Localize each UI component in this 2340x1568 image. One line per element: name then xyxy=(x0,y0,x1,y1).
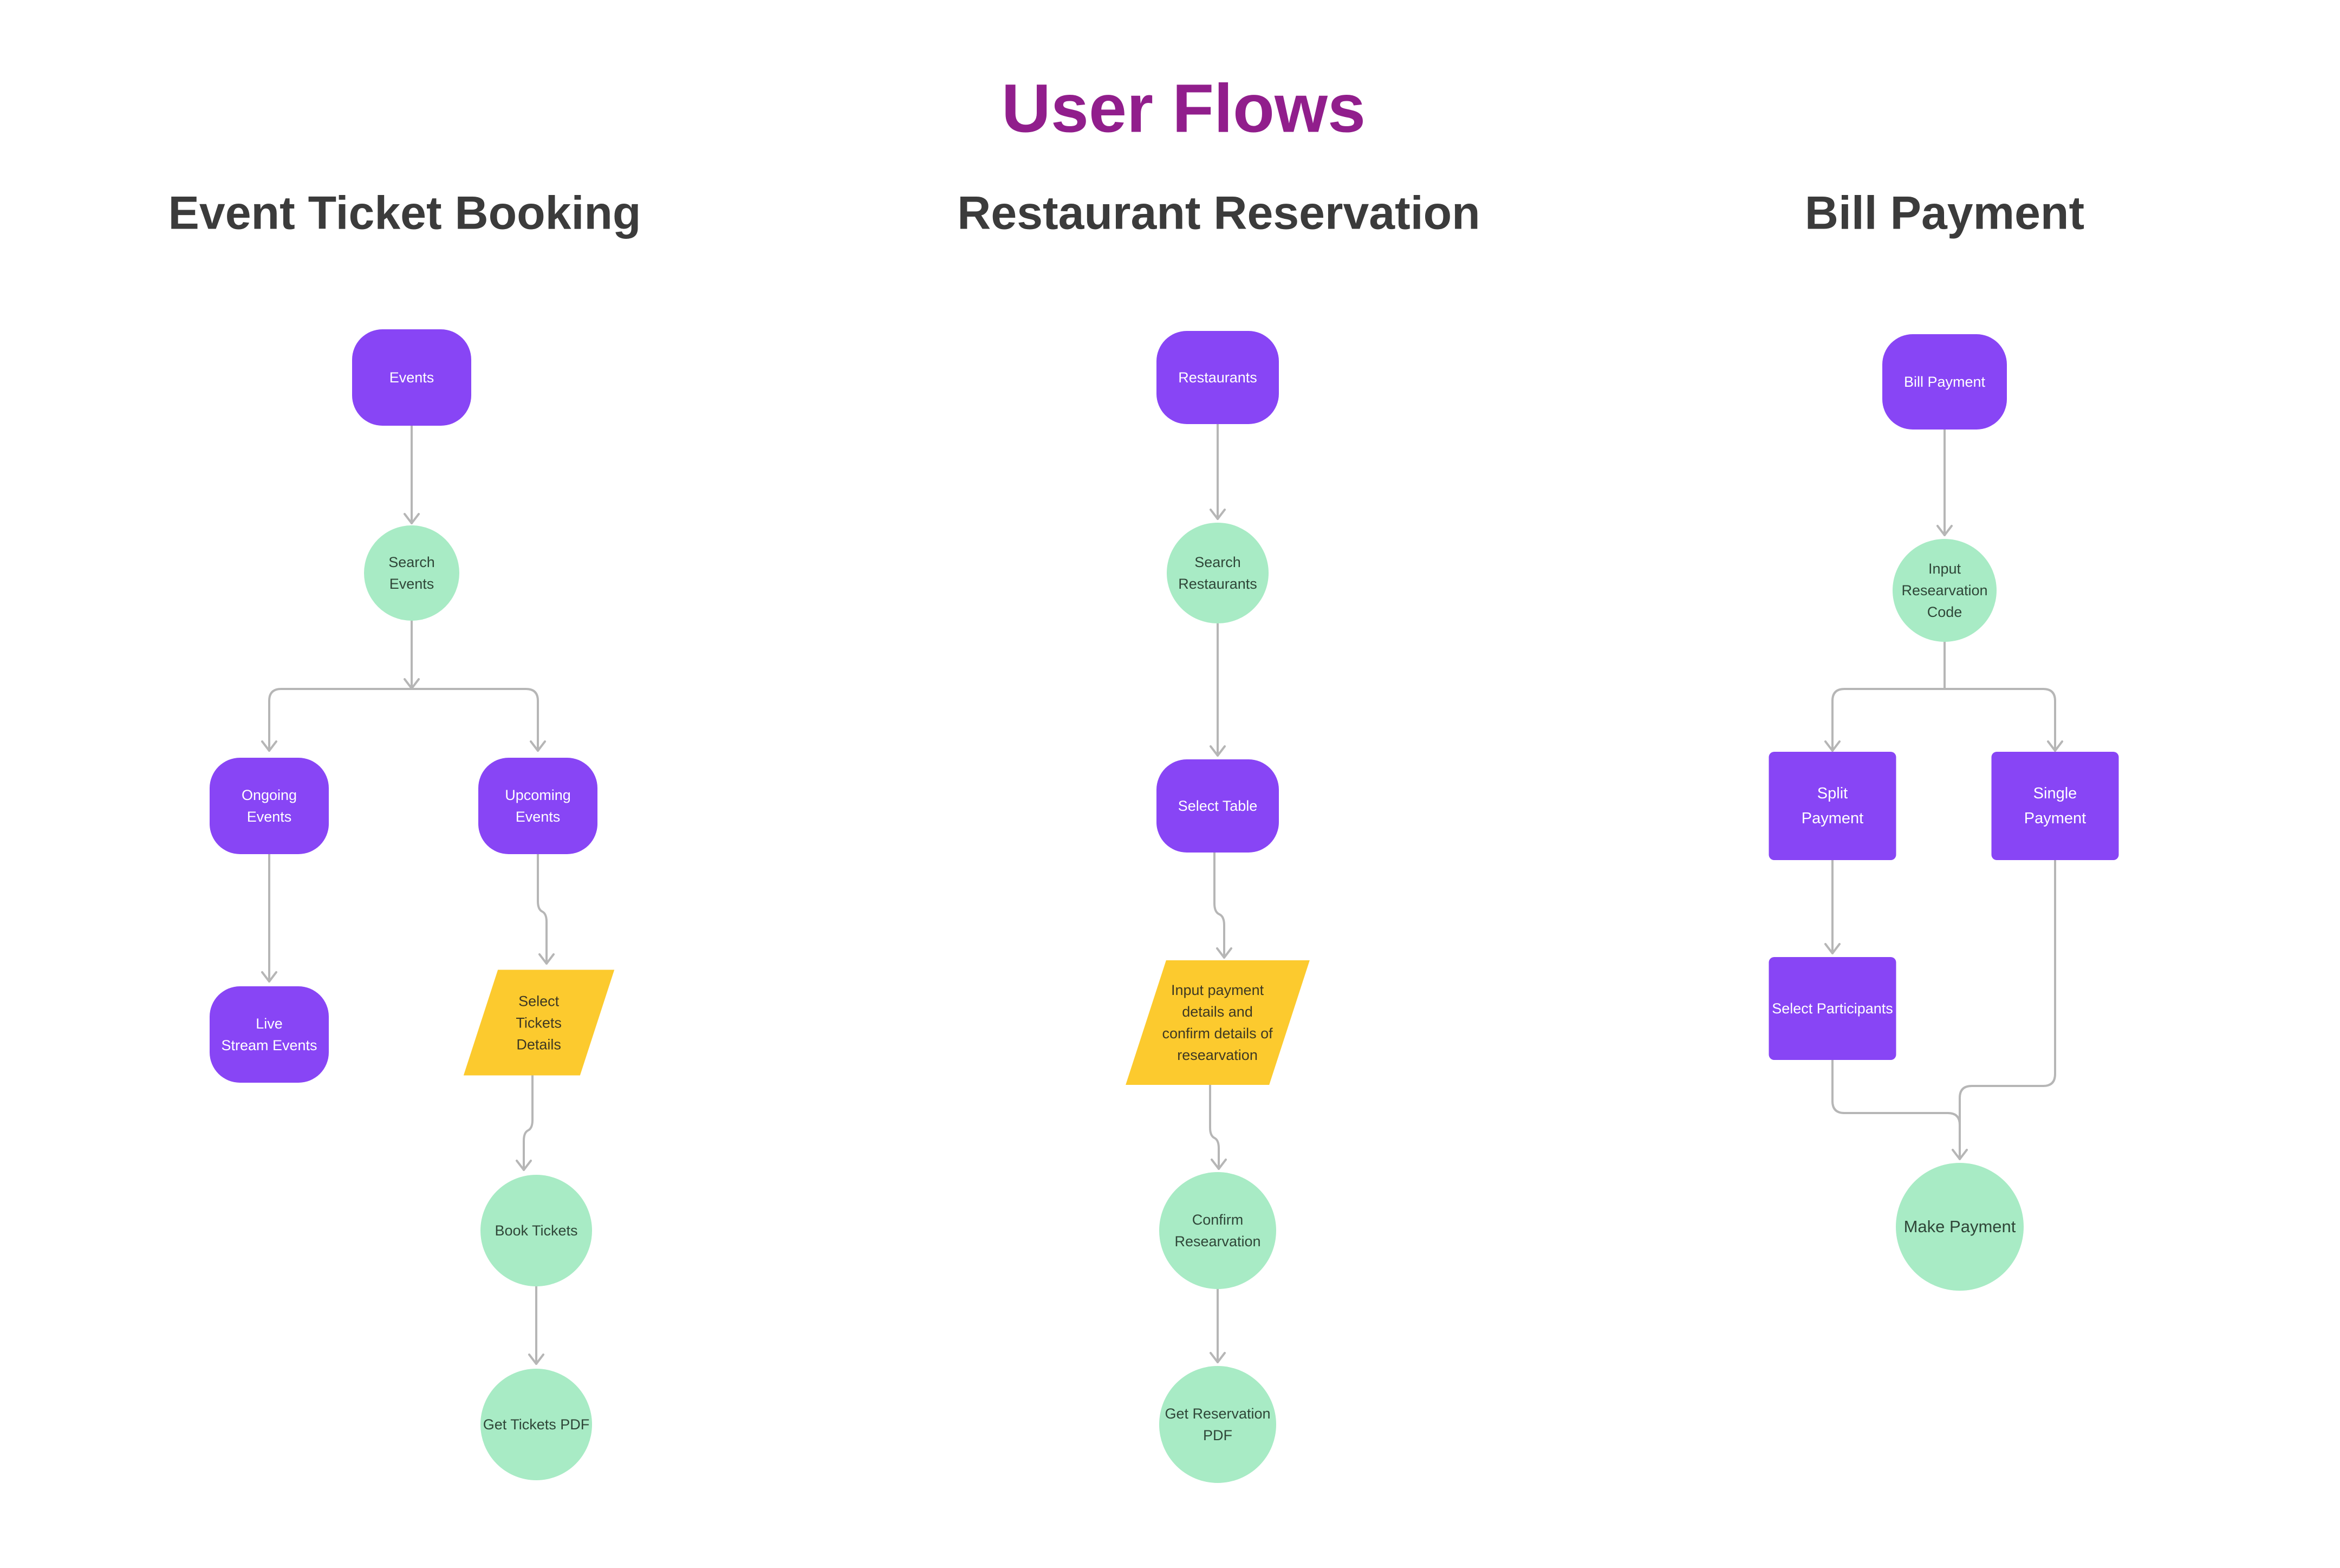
arrowhead-icon xyxy=(1824,740,1841,752)
node-split-payment[interactable]: Split Payment xyxy=(1769,752,1896,860)
node-bill-payment[interactable]: Bill Payment xyxy=(1882,334,2007,430)
arrowhead-icon xyxy=(1210,1352,1226,1363)
connector-participants-merge xyxy=(1831,1059,1961,1126)
connector-split-branches xyxy=(268,688,539,752)
arrowhead-icon xyxy=(538,953,555,965)
arrowhead-icon xyxy=(1824,943,1841,954)
node-live-stream-events[interactable]: Live Stream Events xyxy=(210,986,329,1083)
arrowhead-icon xyxy=(1210,509,1226,520)
node-label: Input payment details and confirm detail… xyxy=(1162,982,1273,1063)
node-book-tickets[interactable]: Book Tickets xyxy=(480,1175,592,1286)
connector-selecttable-input xyxy=(1213,851,1225,959)
connector-upcoming-select xyxy=(537,853,548,965)
node-get-reservation-pdf[interactable]: Get Reservation PDF xyxy=(1159,1366,1276,1483)
arrowhead-icon xyxy=(516,1160,532,1171)
node-input-payment-details[interactable]: Input payment details and confirm detail… xyxy=(1126,960,1310,1085)
page-title: User Flows xyxy=(1001,70,1366,147)
node-upcoming-events[interactable]: Upcoming Events xyxy=(478,758,597,854)
arrowhead-icon xyxy=(404,513,420,524)
node-select-table[interactable]: Select Table xyxy=(1156,759,1279,853)
arrowhead-icon xyxy=(261,740,277,752)
arrowhead-icon xyxy=(528,1354,544,1365)
arrowhead-icon xyxy=(1216,947,1232,959)
arrowhead-icon xyxy=(1211,1159,1227,1170)
connector-payment-branches xyxy=(1831,688,2056,752)
arrowhead-icon xyxy=(1210,745,1226,757)
arrowhead-icon xyxy=(1952,1149,1968,1160)
arrowhead-icon xyxy=(261,971,277,983)
node-select-participants[interactable]: Select Participants xyxy=(1769,957,1896,1060)
heading-bill-payment: Bill Payment xyxy=(1804,187,2085,239)
arrowhead-icon xyxy=(530,740,546,752)
node-make-payment[interactable]: Make Payment xyxy=(1896,1163,2024,1291)
node-events[interactable]: Events xyxy=(352,329,471,426)
node-search-restaurants[interactable]: Search Restaurants xyxy=(1167,523,1269,623)
heading-event-ticket-booking: Event Ticket Booking xyxy=(168,187,641,239)
node-search-events[interactable]: Search Events xyxy=(364,525,459,621)
arrowhead-icon xyxy=(404,678,420,689)
connector-input-confirm xyxy=(1209,1084,1220,1170)
node-restaurants[interactable]: Restaurants xyxy=(1156,331,1279,424)
node-label: Select Tickets Details xyxy=(516,993,562,1052)
heading-restaurant-reservation: Restaurant Reservation xyxy=(957,187,1480,239)
connector-single-makepayment xyxy=(1959,859,2056,1160)
node-get-tickets-pdf[interactable]: Get Tickets PDF xyxy=(480,1369,592,1480)
node-single-payment[interactable]: Single Payment xyxy=(1991,752,2119,860)
node-input-reservation-code[interactable]: Input Researvation Code xyxy=(1893,539,1997,642)
node-select-tickets-details[interactable]: Select Tickets Details xyxy=(463,970,615,1076)
node-confirm-reservation[interactable]: Confirm Researvation xyxy=(1159,1172,1276,1289)
node-ongoing-events[interactable]: Ongoing Events xyxy=(210,758,329,854)
arrowhead-icon xyxy=(1936,525,1953,536)
arrowhead-icon xyxy=(2047,740,2063,752)
connector-select-book xyxy=(523,1075,534,1171)
